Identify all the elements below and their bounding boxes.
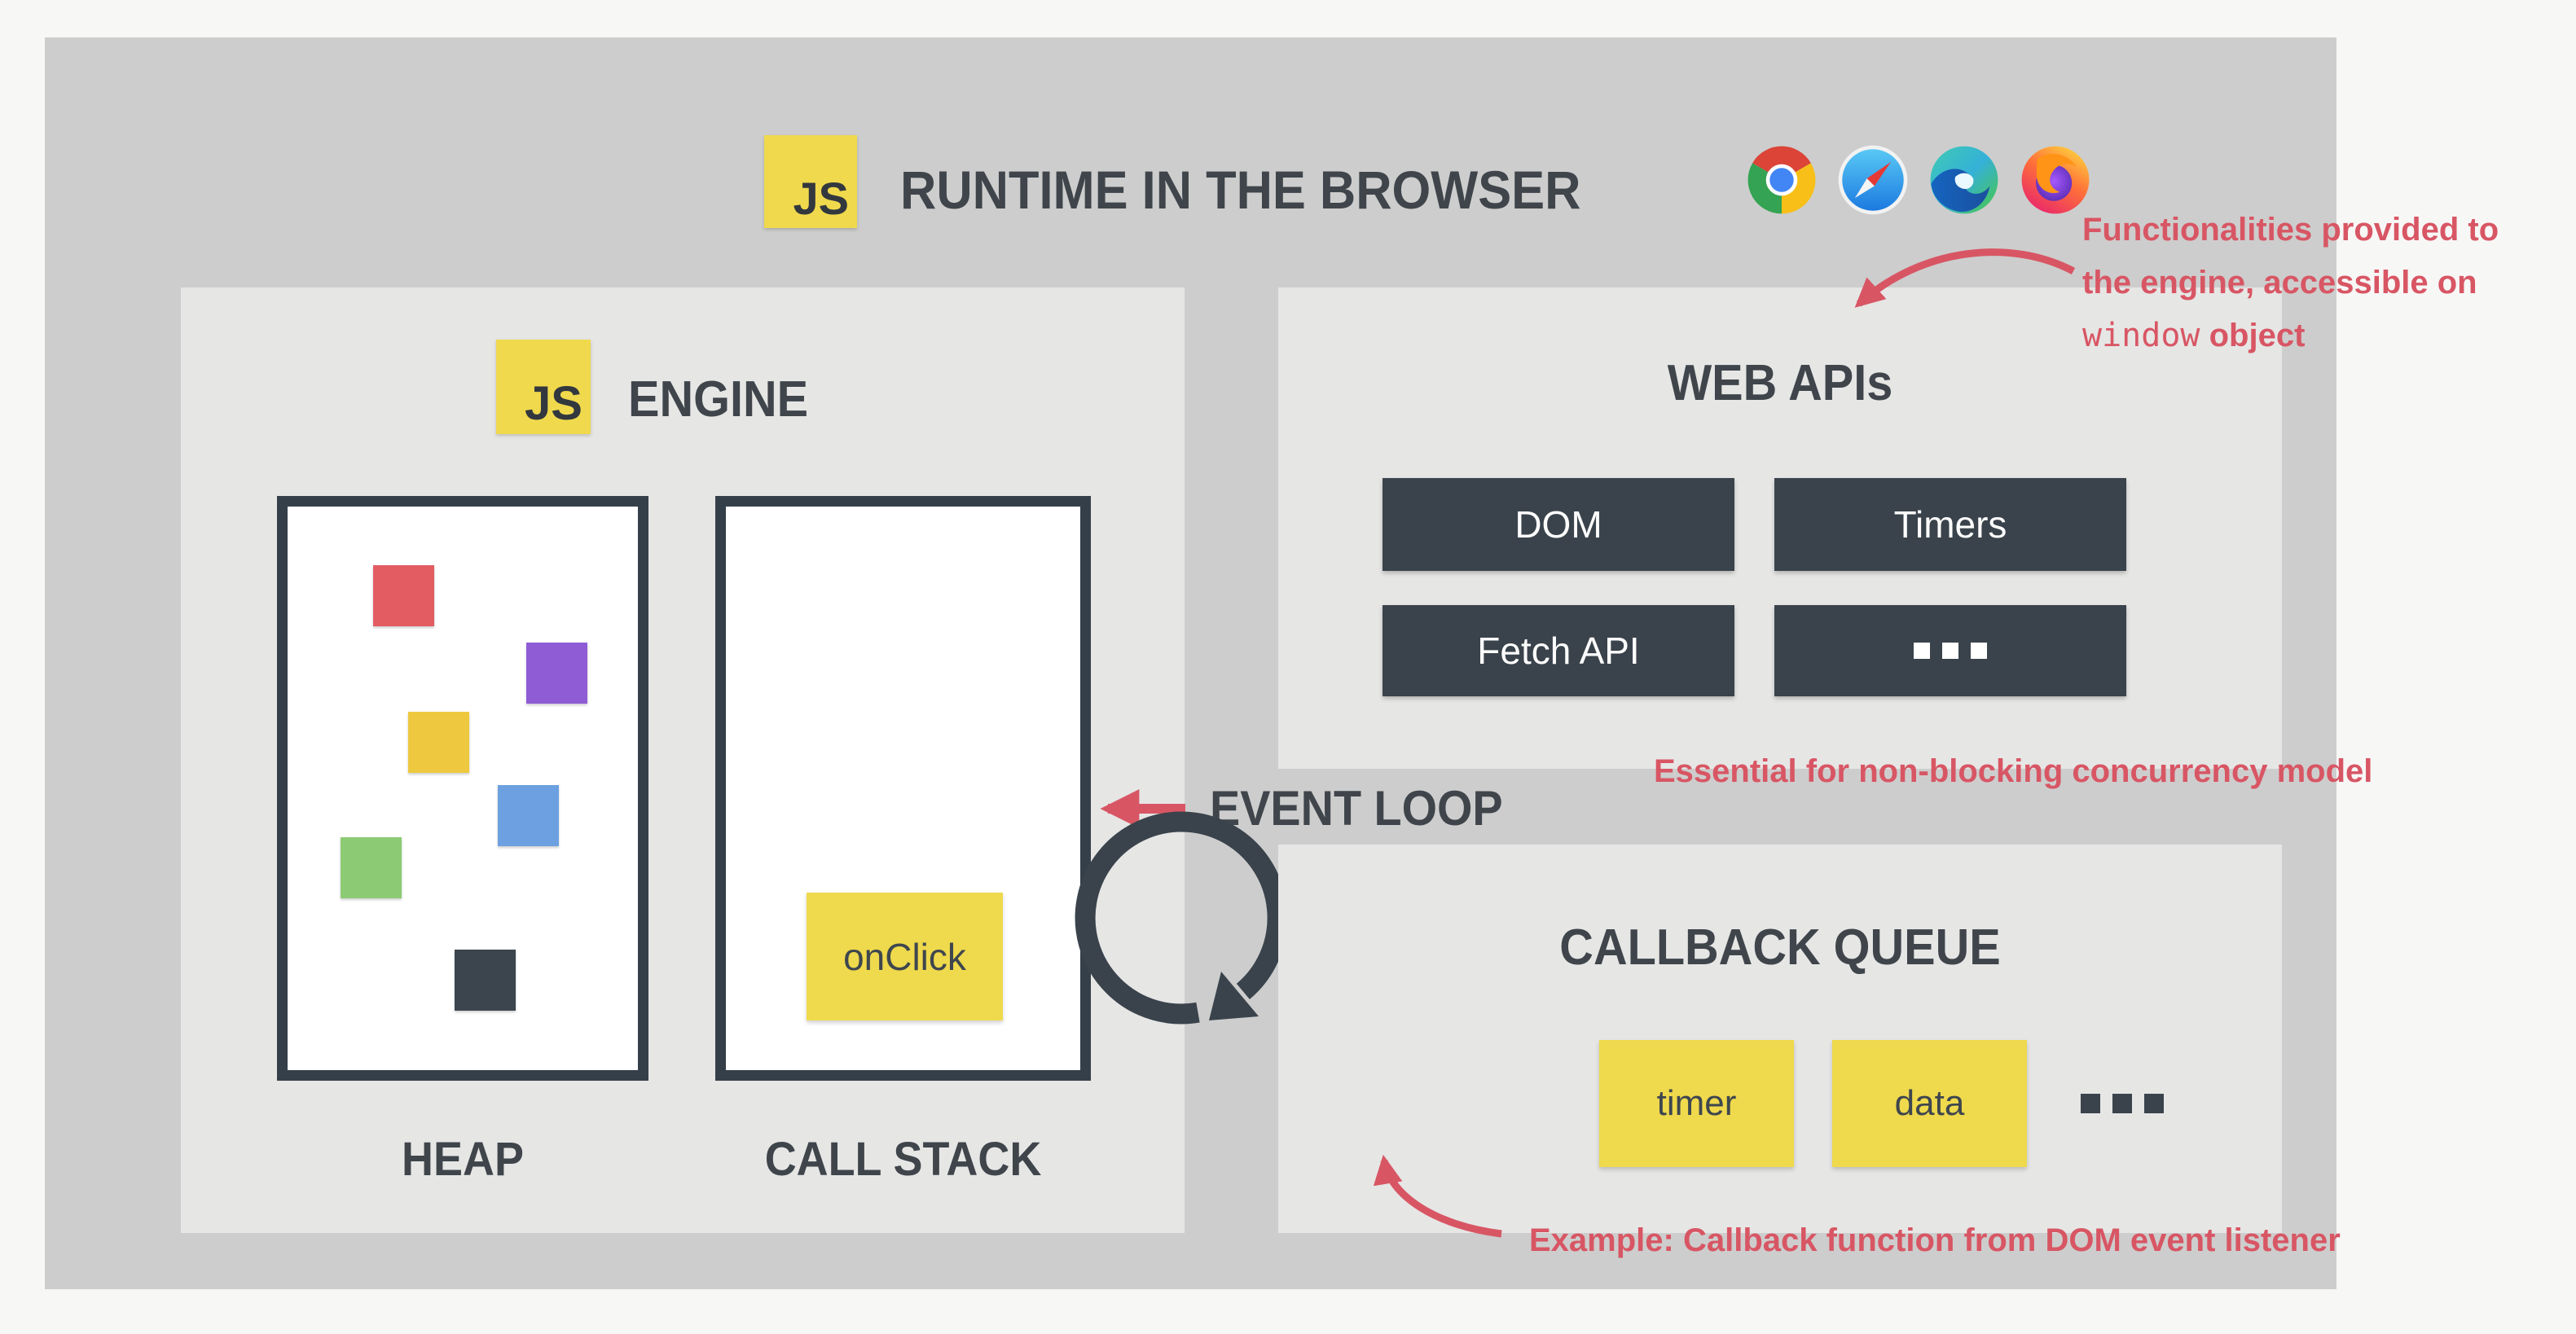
curved-arrow-callback	[1373, 1154, 1502, 1238]
ellipsis-icon	[2081, 1094, 2100, 1113]
heap-blocks	[288, 507, 638, 1070]
js-logo-small: JS	[496, 340, 591, 434]
api-label: DOM	[1514, 503, 1602, 546]
annotation-line: the engine, accessible on	[2082, 265, 2477, 301]
callback-data: data	[1832, 1040, 2027, 1167]
callback-queue-title: CALLBACK QUEUE	[1559, 919, 2001, 976]
page-title: RUNTIME IN THE BROWSER	[900, 160, 1581, 220]
web-apis-title: WEB APIs	[1667, 355, 1893, 411]
annotation-callback-queue: Example: Callback function from DOM even…	[1529, 1222, 2341, 1258]
call-stack-label: CALL STACK	[764, 1133, 1042, 1186]
heap-block	[526, 643, 587, 704]
code-window: window	[2082, 317, 2200, 354]
heap-block	[455, 950, 516, 1011]
web-api-fetch: Fetch API	[1383, 605, 1734, 696]
api-label: Fetch API	[1477, 630, 1640, 672]
web-api-timers: Timers	[1774, 478, 2126, 571]
safari-icon	[1838, 145, 1908, 215]
callback-label: data	[1894, 1083, 1965, 1123]
callback-more	[2065, 1040, 2179, 1167]
annotation-event-loop: Essential for non-blocking concurrency m…	[1654, 753, 2373, 789]
js-logo: JS	[764, 135, 857, 228]
event-loop-icon	[1075, 811, 1288, 1025]
web-api-more	[1774, 605, 2126, 696]
edge-icon	[1930, 146, 1998, 214]
event-loop-title: EVENT LOOP	[1210, 781, 1503, 836]
call-stack-box: onClick	[715, 496, 1091, 1081]
heap-box	[277, 496, 648, 1081]
chrome-icon	[1747, 146, 1816, 214]
curved-arrow-web-apis	[1854, 248, 2076, 308]
browser-runtime-container: JS RUNTIME IN THE BROWSER	[45, 37, 2336, 1289]
web-api-dom: DOM	[1383, 478, 1734, 571]
annotation-line: window object	[2082, 317, 2306, 354]
api-label: Timers	[1893, 503, 2007, 546]
web-apis-panel: WEB APIs DOM Timers Fetch API	[1278, 287, 2282, 769]
js-logo-text: JS	[793, 173, 850, 224]
heap-block	[408, 712, 469, 773]
frame-label: onClick	[843, 935, 966, 978]
call-stack-frame: onClick	[807, 893, 1003, 1020]
callback-label: timer	[1656, 1083, 1737, 1123]
callback-timer: timer	[1599, 1040, 1794, 1167]
annotation-line: Functionalities provided to	[2082, 212, 2499, 248]
heap-label: HEAP	[402, 1133, 524, 1186]
engine-title: ENGINE	[628, 371, 809, 428]
heap-block	[373, 565, 434, 626]
annotation-web-apis: Functionalities provided to the engine, …	[2082, 204, 2499, 362]
left-arrow-icon	[1100, 789, 1185, 828]
firefox-icon	[2021, 146, 2090, 214]
ellipsis-icon	[1914, 643, 1930, 659]
js-logo-text: JS	[525, 377, 582, 430]
engine-panel: JS ENGINE onClick HEAP CALL STACK	[181, 287, 1185, 1233]
callback-queue-panel: CALLBACK QUEUE timer data	[1278, 845, 2282, 1233]
browser-icons	[1744, 143, 2103, 217]
heap-block	[341, 837, 402, 898]
heap-block	[498, 785, 559, 846]
